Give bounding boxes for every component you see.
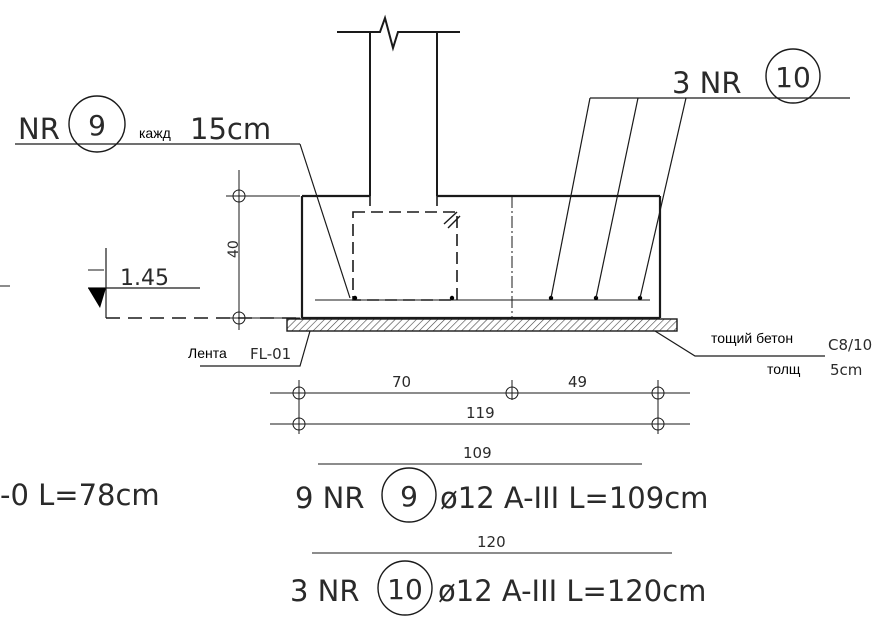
bar9-spec-detail: ø12 A-III L=109cm xyxy=(440,481,708,515)
lean-concrete-grade: C8/10 xyxy=(828,336,872,354)
rebar10-callout-count: 3 NR xyxy=(672,66,742,100)
column-rebar-dashed xyxy=(352,196,461,301)
dim-119: 119 xyxy=(466,404,495,422)
dim-109: 109 xyxy=(463,444,492,462)
height-dim-label: 40 xyxy=(226,240,242,258)
dim-49: 49 xyxy=(568,373,587,391)
dim-70: 70 xyxy=(392,373,411,391)
elevation-label: 1.45 xyxy=(120,266,169,291)
lean-concrete-leader xyxy=(654,330,825,357)
thickness-label: толщ xyxy=(767,361,801,377)
lean-concrete-label: тощий бетон xyxy=(711,330,793,346)
rebar9-callout-prefix: NR xyxy=(18,112,60,146)
bar10-spec-count: 3 NR xyxy=(290,574,360,608)
bar9-spec-count: 9 NR xyxy=(295,481,365,515)
rebar9-spacing: 15cm xyxy=(190,112,271,146)
rebar9-callout-number: 9 xyxy=(88,109,106,142)
dim-120: 120 xyxy=(477,533,506,551)
elevation-marker xyxy=(88,248,300,319)
bar10-spec-number: 10 xyxy=(387,573,423,606)
lean-concrete-layer xyxy=(286,318,678,332)
strip-label: Лента xyxy=(188,345,227,361)
strip-code: FL-01 xyxy=(250,345,291,363)
left-partial-spec: -0 L=78cm xyxy=(0,478,160,512)
leader-nr9 xyxy=(15,143,351,299)
leader-nr10 xyxy=(550,97,850,299)
strip-leader xyxy=(200,330,311,367)
column xyxy=(337,14,460,196)
bar9-spec-number: 9 xyxy=(400,480,418,513)
dimension-lines xyxy=(270,380,690,554)
thickness-value: 5cm xyxy=(830,361,862,379)
footing-outline xyxy=(300,194,662,320)
rebar10-callout-number: 10 xyxy=(775,61,811,94)
rebar9-each-label: кажд xyxy=(139,125,171,141)
bar10-spec-detail: ø12 A-III L=120cm xyxy=(438,574,706,608)
